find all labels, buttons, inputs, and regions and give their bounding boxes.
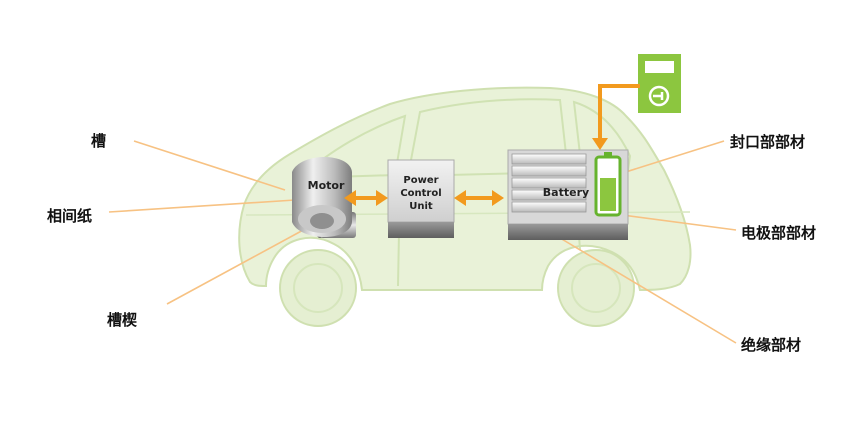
motor-label: Motor: [308, 179, 345, 192]
battery-level-icon: [594, 152, 622, 217]
pcu-label-line1: Power: [403, 175, 438, 186]
pcu-label-line2: Control: [400, 188, 441, 199]
label-insulation-parts: 绝缘部材: [741, 336, 802, 354]
motor: Motor: [292, 157, 356, 238]
battery-label: Battery: [543, 186, 589, 199]
leader-slot-wedge: [166, 221, 319, 305]
battery-pack: Battery: [507, 149, 629, 240]
label-seal-parts: 封口部部材: [730, 133, 806, 151]
label-slot: 槽: [91, 132, 107, 150]
charging-arrowhead: [592, 138, 608, 150]
label-slot-wedge: 槽楔: [107, 311, 138, 329]
leader-insulation-parts: [554, 234, 737, 344]
label-electrode-parts: 电极部部材: [741, 224, 817, 242]
label-slot-liner: 相间纸: [47, 207, 93, 225]
charging-station-icon: [638, 54, 681, 113]
pcu-label-line3: Unit: [409, 201, 433, 212]
leader-slot: [133, 140, 286, 191]
power-flow-arrows: [344, 190, 504, 206]
charging-cable: [598, 84, 640, 140]
leader-slot-liner: [108, 199, 296, 213]
power-control-unit: Power Control Unit: [387, 159, 455, 238]
